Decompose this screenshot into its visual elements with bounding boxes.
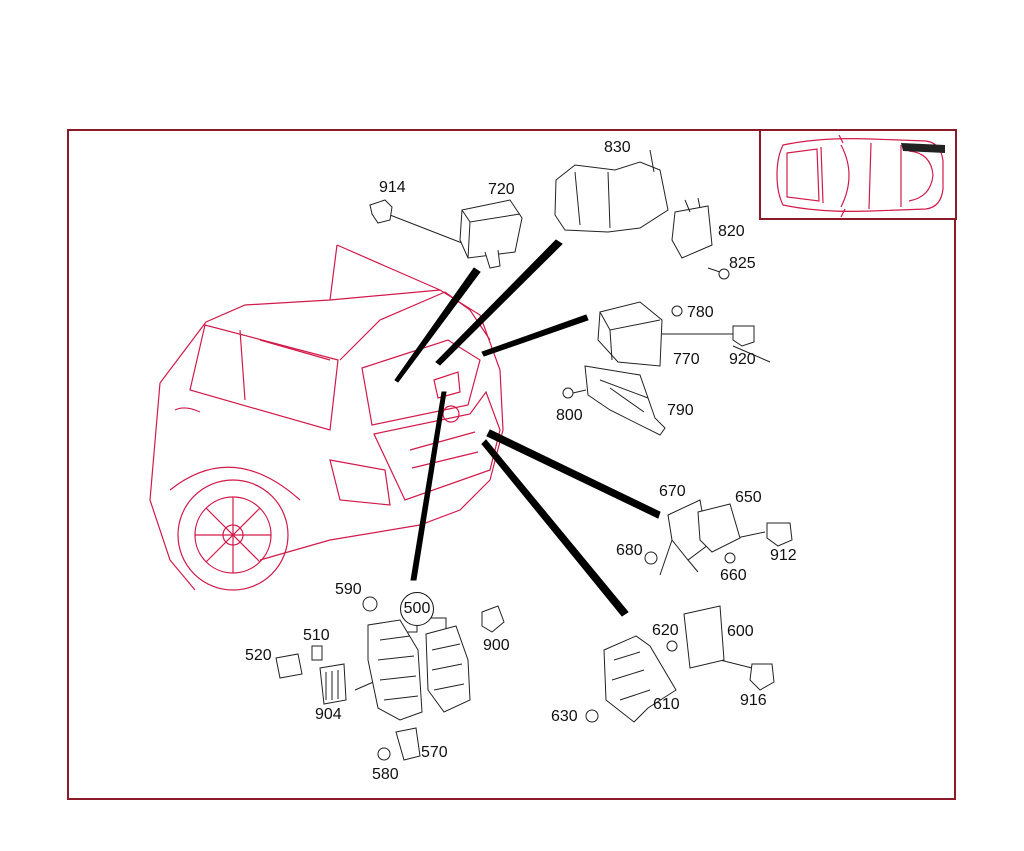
screw-825-icon [707, 267, 730, 280]
module-650-icon [697, 503, 741, 553]
callout-800: 800 [556, 407, 583, 424]
pointer-lines [394, 239, 661, 617]
module-600-icon [683, 605, 725, 669]
connector-920-icon [732, 325, 755, 347]
vehicle-topview-illustration [776, 134, 945, 218]
vehicle-location-thumbnail [759, 129, 957, 220]
callout-620: 620 [652, 622, 679, 639]
callout-912: 912 [770, 547, 797, 564]
callout-770: 770 [673, 351, 700, 368]
bracket-570-icon [395, 727, 421, 761]
callout-520: 520 [245, 647, 272, 664]
vehicle-outline [149, 244, 504, 591]
bracket-830-icon [554, 149, 669, 233]
fuse-510-icon [311, 645, 323, 661]
callout-830: 830 [604, 139, 631, 156]
callout-600: 600 [727, 623, 754, 640]
callout-920: 920 [729, 351, 756, 368]
callout-904: 904 [315, 706, 342, 723]
module-820-icon [671, 197, 713, 259]
callout-900: 900 [483, 637, 510, 654]
bracket-790-icon [584, 365, 666, 436]
nut-780-icon [671, 305, 683, 317]
callout-580: 580 [372, 766, 399, 783]
module-720-icon [459, 199, 523, 269]
fuse-box-500-icon [367, 619, 471, 721]
callout-825: 825 [729, 255, 756, 272]
callout-630: 630 [551, 708, 578, 725]
connector-912-icon [766, 522, 793, 547]
screw-800-icon [562, 387, 587, 399]
nut-660-icon [724, 552, 736, 564]
bracket-610-icon [603, 635, 677, 723]
connector-904-icon [319, 663, 347, 705]
nut-580-icon [377, 747, 391, 761]
nut-620-icon [666, 640, 678, 652]
nut-630-icon [585, 709, 599, 723]
callout-610: 610 [653, 696, 680, 713]
callout-670: 670 [659, 483, 686, 500]
callout-780: 780 [687, 304, 714, 321]
connector-900-icon [481, 605, 505, 633]
callout-590: 590 [335, 581, 362, 598]
connector-916-icon [749, 663, 775, 691]
relay-520-icon [275, 653, 303, 679]
callout-916: 916 [740, 692, 767, 709]
callout-820: 820 [718, 223, 745, 240]
callout-500: 500 [400, 592, 434, 626]
module-770-icon [597, 301, 663, 367]
callout-660: 660 [720, 567, 747, 584]
callout-510: 510 [303, 627, 330, 644]
callout-720: 720 [488, 181, 515, 198]
diagram-frame [67, 129, 956, 800]
callout-650: 650 [735, 489, 762, 506]
nut-680-icon [644, 551, 658, 565]
callout-570: 570 [421, 744, 448, 761]
callout-790: 790 [667, 402, 694, 419]
nut-590-icon [362, 596, 378, 612]
connector-914-icon [369, 199, 393, 224]
callout-680: 680 [616, 542, 643, 559]
callout-914: 914 [379, 179, 406, 196]
